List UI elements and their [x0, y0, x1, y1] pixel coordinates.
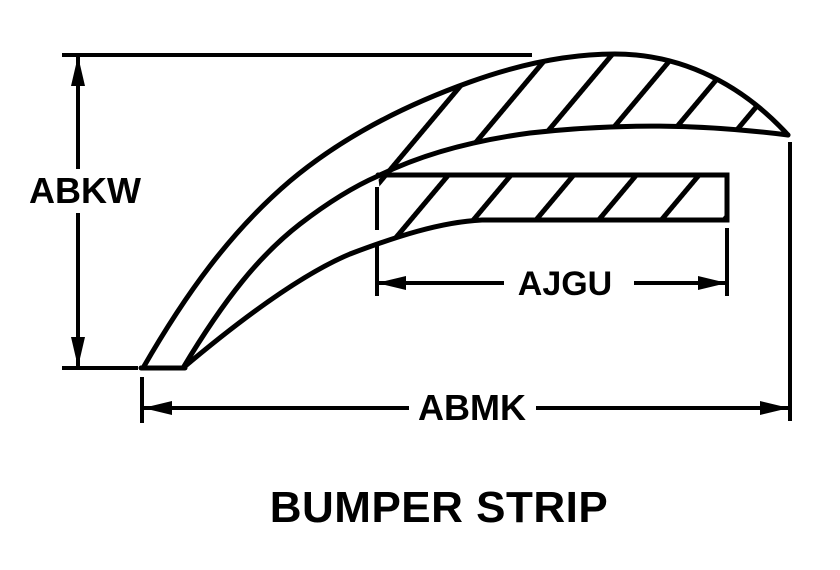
abkw-up-arrowhead	[71, 56, 85, 86]
abmk-left-arrowhead	[143, 401, 172, 415]
head-section-hatch	[378, 54, 788, 176]
abkw-down-arrowhead	[71, 337, 85, 367]
flange-outline	[180, 172, 730, 371]
outer-profile-curve	[140, 51, 791, 371]
dimension-label-abmk: ABMK	[415, 390, 529, 426]
dimension-label-ajgu: AJGU	[514, 267, 616, 301]
ajgu-left-arrowhead	[377, 276, 406, 290]
diagram-title: BUMPER STRIP	[269, 483, 609, 532]
inner-profile-curve	[180, 123, 791, 371]
flange-section-hatch	[378, 175, 727, 240]
ajgu-right-arrowhead	[698, 276, 727, 290]
abmk-right-arrowhead	[760, 401, 789, 415]
dimension-label-abkw: ABKW	[26, 173, 144, 209]
dimension-lines	[62, 53, 792, 423]
section-hatching	[378, 54, 788, 240]
dimension-arrowheads	[71, 56, 789, 415]
profile-outlines	[138, 51, 791, 371]
